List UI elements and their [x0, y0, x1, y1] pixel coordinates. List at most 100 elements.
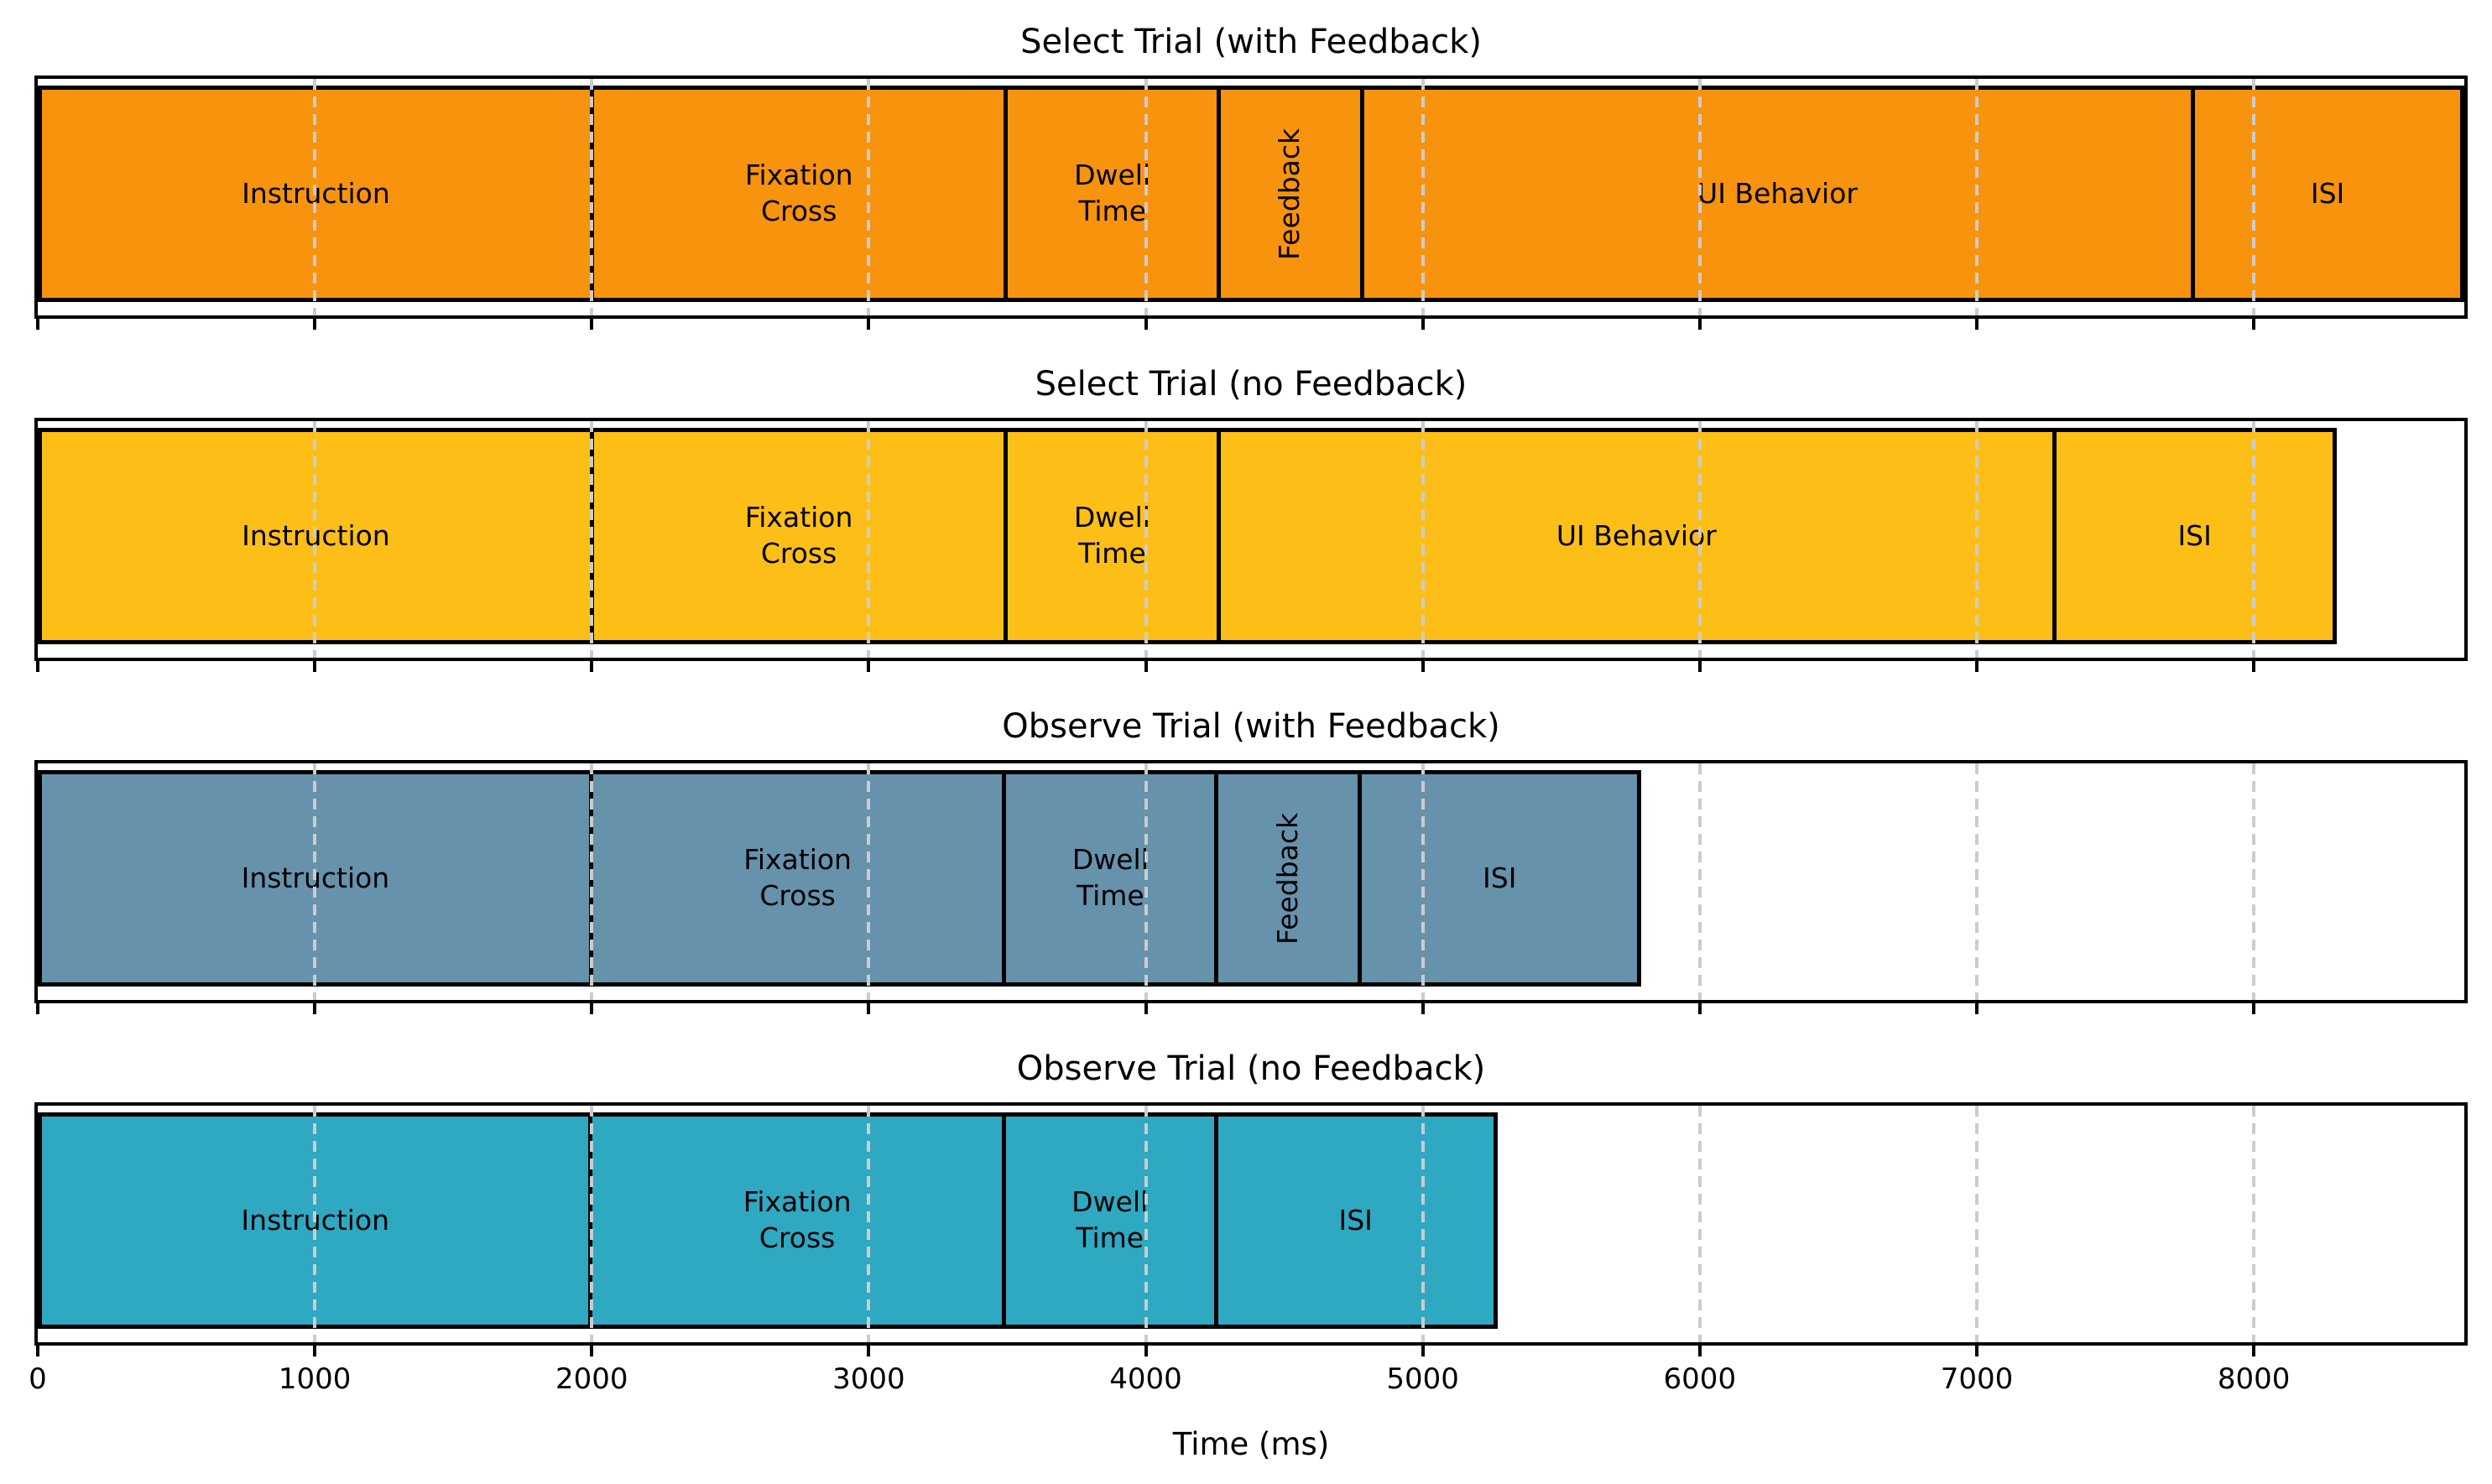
grid-line	[1144, 79, 1148, 315]
segment-isi: ISI	[1218, 1117, 1494, 1325]
segment-isi: ISI	[1362, 774, 1637, 982]
segment-label: ISI	[2310, 176, 2345, 210]
grid-line	[1974, 763, 1978, 1000]
segment-label: UI Behavior	[1556, 518, 1717, 552]
grid-line	[867, 421, 871, 658]
segment-isi: ISI	[2057, 432, 2333, 640]
x-tick	[1974, 1000, 1978, 1014]
grid-line	[590, 763, 594, 1000]
segment-label: Feedback	[1270, 812, 1304, 945]
segment-label: ISI	[1338, 1203, 1373, 1237]
x-tick	[1697, 1342, 1702, 1356]
grid-line	[1421, 421, 1425, 658]
trial-bar-select-trial-with-feedback-: InstructionFixationCrossDwellTimeFeedbac…	[38, 86, 2464, 302]
x-tick	[867, 1342, 871, 1356]
grid-line	[2252, 421, 2256, 658]
segment-label: ISI	[1483, 861, 1517, 894]
x-tick-label: 0	[29, 1362, 47, 1396]
x-tick	[867, 1000, 871, 1014]
x-tick	[1421, 315, 1425, 330]
x-tick-label: 1000	[278, 1362, 352, 1396]
grid-line	[590, 79, 594, 315]
x-tick	[867, 315, 871, 330]
segment-ui-behavior: UI Behavior	[1364, 90, 2196, 298]
grid-line	[2252, 763, 2256, 1000]
x-tick	[590, 658, 594, 672]
x-tick	[1697, 1000, 1702, 1014]
subplot-title-select-with-feedback: Select Trial (with Feedback)	[1020, 23, 1482, 61]
segment-instruction: Instruction	[42, 774, 593, 982]
x-tick	[1421, 1342, 1425, 1356]
x-tick	[1144, 1342, 1148, 1356]
subplot-title-select-no-feedback: Select Trial (no Feedback)	[1035, 365, 1468, 404]
x-tick-label: 7000	[1940, 1362, 2014, 1396]
x-tick	[867, 658, 871, 672]
x-tick	[2252, 658, 2256, 672]
x-tick	[2252, 1000, 2256, 1014]
x-tick	[1697, 658, 1702, 672]
grid-line	[1421, 763, 1425, 1000]
x-tick	[36, 1000, 39, 1014]
subplot-title-observe-no-feedback: Observe Trial (no Feedback)	[1016, 1049, 1486, 1088]
x-tick	[1144, 315, 1148, 330]
x-tick	[590, 1000, 594, 1014]
x-tick	[313, 1000, 317, 1014]
axes-0: InstructionFixationCrossDwellTimeFeedbac…	[34, 76, 2468, 330]
x-tick	[313, 315, 317, 330]
x-tick	[1697, 315, 1702, 330]
x-tick	[1421, 658, 1425, 672]
x-tick-label: 4000	[1109, 1362, 1182, 1396]
segment-feedback: Feedback	[1218, 774, 1363, 982]
x-tick	[590, 315, 594, 330]
x-tick	[1144, 1000, 1148, 1014]
x-tick	[2252, 315, 2256, 330]
grid-line	[313, 79, 317, 315]
x-tick	[313, 1342, 317, 1356]
grid-line	[2252, 79, 2256, 315]
grid-line	[1974, 1106, 1978, 1342]
segment-label: ISI	[2177, 518, 2212, 552]
segment-ui-behavior: UI Behavior	[1221, 432, 2057, 640]
grid-line	[867, 763, 871, 1000]
x-tick	[36, 658, 39, 672]
grid-line	[313, 421, 317, 658]
x-tick-label: 8000	[2217, 1362, 2291, 1396]
grid-line	[1697, 763, 1702, 1000]
segment-label: UI Behavior	[1697, 176, 1858, 210]
segment-instruction: Instruction	[42, 90, 594, 298]
x-tick	[313, 658, 317, 672]
grid-line	[1144, 421, 1148, 658]
segment-instruction: Instruction	[42, 1117, 593, 1325]
x-tick-label: 2000	[555, 1362, 628, 1396]
segment-instruction: Instruction	[42, 432, 594, 640]
grid-line	[1697, 79, 1702, 315]
x-tick-label: 3000	[832, 1362, 905, 1396]
x-tick	[36, 315, 39, 330]
grid-line	[867, 1106, 871, 1342]
segment-isi: ISI	[2195, 90, 2460, 298]
grid-line	[590, 1106, 594, 1342]
x-tick	[1421, 1000, 1425, 1014]
grid-line	[1421, 1106, 1425, 1342]
grid-line	[2252, 1106, 2256, 1342]
